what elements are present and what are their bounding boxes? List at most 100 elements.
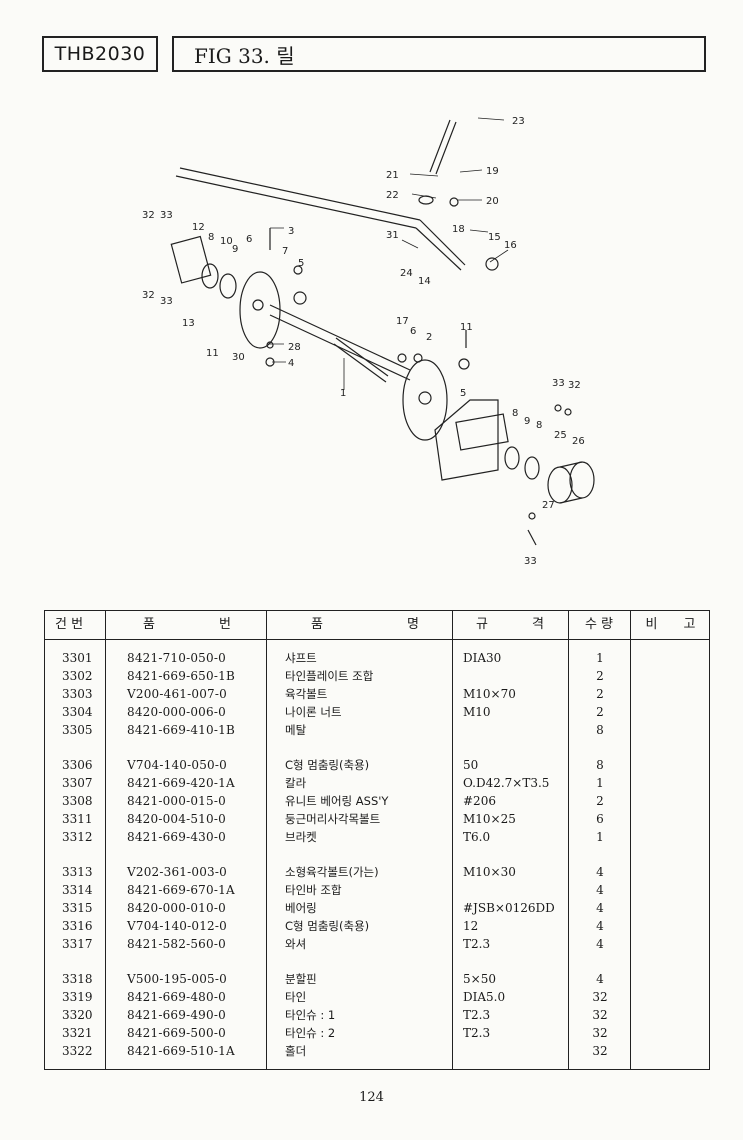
- callout-2: 2: [426, 332, 432, 343]
- part-number: 8421-669-430-0: [127, 830, 226, 844]
- item-number: 3313: [62, 865, 93, 879]
- callout-5b: 5: [460, 388, 466, 399]
- quantity: 32: [592, 1008, 608, 1022]
- specification: T6.0: [463, 830, 491, 844]
- part-name: 분할핀: [285, 972, 317, 986]
- callout-4: 4: [288, 358, 294, 369]
- model-code: THB2030: [54, 43, 146, 65]
- callout-10: 10: [220, 236, 233, 247]
- part-number: 8421-669-420-1A: [127, 776, 235, 790]
- item-number: 3316: [62, 919, 93, 933]
- header-part-no: 품 번: [142, 617, 232, 632]
- part-number: V704-140-012-0: [127, 919, 227, 933]
- callout-5a: 5: [298, 258, 304, 269]
- callout-6b: 6: [410, 326, 416, 337]
- specification: 50: [463, 758, 479, 772]
- callout-33d: 33: [524, 556, 537, 567]
- table-row: 3305 8421-669-410-1B 메탈 8: [45, 721, 709, 739]
- specification: M10×70: [463, 687, 516, 701]
- callout-28: 28: [288, 342, 301, 353]
- tine-top: [429, 119, 457, 175]
- quantity: 4: [596, 883, 604, 897]
- item-number: 3304: [62, 705, 93, 719]
- part-name: C형 멈춤링(축용): [285, 919, 370, 933]
- callout-16: 16: [504, 240, 517, 251]
- part-name: 타인바 조합: [285, 883, 342, 897]
- main-shaft: [269, 304, 411, 381]
- specification: M10: [463, 705, 491, 719]
- quantity: 1: [596, 776, 604, 790]
- figure-title: FIG 33. 릴: [194, 43, 295, 68]
- item-number: 3306: [62, 758, 93, 772]
- quantity: 8: [596, 723, 604, 737]
- part-name: 타인슈 : 1: [285, 1008, 336, 1022]
- item-number: 3308: [62, 794, 93, 808]
- item-number: 3312: [62, 830, 93, 844]
- part-number: 8421-669-500-0: [127, 1026, 226, 1040]
- callout-24: 24: [400, 268, 413, 279]
- part-number: 8421-669-510-1A: [127, 1044, 235, 1058]
- callout-33c: 33: [552, 378, 565, 389]
- item-number: 3305: [62, 723, 93, 737]
- part-name: 메탈: [285, 723, 307, 737]
- callout-18: 18: [452, 224, 465, 235]
- callout-17: 17: [396, 316, 409, 327]
- part-name: 홀더: [285, 1044, 307, 1058]
- page-number: 124: [359, 1090, 384, 1105]
- item-number: 3315: [62, 901, 93, 915]
- header-part-name: 품 명: [310, 617, 420, 632]
- quantity: 2: [596, 687, 604, 701]
- quantity: 2: [596, 794, 604, 808]
- callout-14: 14: [418, 276, 431, 287]
- part-name: 타인슈 : 2: [285, 1026, 336, 1040]
- part-name: C형 멈춤링(축용): [285, 758, 370, 772]
- quantity: 4: [596, 972, 604, 986]
- callout-33b: 33: [160, 296, 173, 307]
- specification: #JSB×0126DD: [463, 901, 555, 915]
- exploded-parts-diagram: 23 21 19 22 20 18 15 16 31 24 14 32 33 1…: [142, 116, 595, 567]
- quantity: 6: [596, 812, 604, 826]
- part-name: 육각볼트: [285, 687, 328, 701]
- part-number: 8421-669-410-1B: [127, 723, 235, 737]
- callout-31: 31: [386, 230, 399, 241]
- part-number: 8420-004-510-0: [127, 812, 226, 826]
- part-name: 샤프트: [285, 651, 317, 665]
- part-number: 8421-000-015-0: [127, 794, 226, 808]
- part-number: V200-461-007-0: [127, 687, 227, 701]
- quantity: 32: [592, 1044, 608, 1058]
- callout-26: 26: [572, 436, 585, 447]
- part-number: 8421-710-050-0: [127, 651, 226, 665]
- callout-11b: 11: [460, 322, 473, 333]
- callout-22: 22: [386, 190, 399, 201]
- tine-bar-upper: [175, 167, 421, 229]
- header-qty: 수 량: [584, 617, 614, 632]
- part-number: 8421-669-650-1B: [127, 669, 235, 683]
- callout-25: 25: [554, 430, 567, 441]
- specification: T2.3: [463, 1026, 491, 1040]
- figure-title-box: FIG 33. 릴: [172, 36, 706, 72]
- tine-plate-right: [402, 359, 448, 441]
- part-number: 8421-669-480-0: [127, 990, 226, 1004]
- item-number: 3322: [62, 1044, 93, 1058]
- callout-8a: 8: [208, 232, 214, 243]
- part-name: 유니트 베어링 ASS'Y: [285, 794, 389, 808]
- specification: M10×25: [463, 812, 516, 826]
- part-name: 브라켓: [285, 830, 317, 844]
- part-name: 타인: [285, 990, 307, 1004]
- callout-23: 23: [512, 116, 525, 127]
- header-item-no: 건 번: [55, 617, 84, 632]
